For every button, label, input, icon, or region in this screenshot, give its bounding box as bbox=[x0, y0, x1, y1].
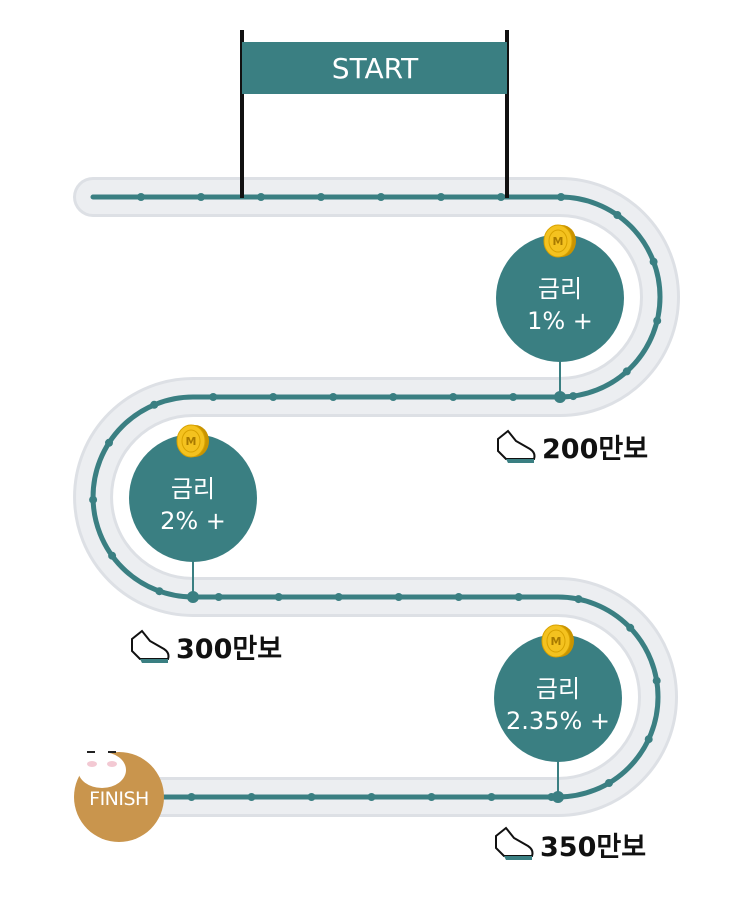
rate-value: 1% + bbox=[527, 307, 593, 335]
rate-title: 금리 bbox=[536, 675, 580, 703]
route-dot bbox=[497, 193, 505, 201]
track bbox=[73, 177, 680, 817]
route-dot bbox=[613, 211, 622, 219]
start-banner bbox=[242, 42, 507, 94]
mascot-icon bbox=[78, 751, 126, 788]
route-dot bbox=[514, 593, 523, 601]
milestone-2: 금리 2% + M 300만보 bbox=[129, 424, 282, 665]
rate-value: 2% + bbox=[160, 507, 226, 535]
steps-label: 350만보 bbox=[540, 832, 646, 863]
route-dot bbox=[108, 551, 117, 560]
route-dot bbox=[214, 593, 223, 601]
route-dot bbox=[307, 793, 316, 801]
route-dot bbox=[626, 623, 635, 632]
route-dot bbox=[269, 393, 278, 401]
route-dot bbox=[649, 257, 658, 266]
route-dot bbox=[155, 587, 164, 596]
route-dot bbox=[389, 393, 398, 401]
route-dot bbox=[569, 392, 578, 401]
steps-label: 300만보 bbox=[176, 634, 282, 665]
start-pole-left bbox=[240, 30, 244, 198]
coin-icon: M bbox=[176, 424, 209, 458]
rate-circle bbox=[494, 634, 622, 762]
rate-circle bbox=[129, 434, 257, 562]
start-pole-right bbox=[505, 30, 509, 198]
route-dot bbox=[89, 495, 98, 504]
route-dot bbox=[197, 193, 205, 201]
sneaker-icon bbox=[497, 429, 536, 463]
route-dot bbox=[209, 393, 218, 401]
route-dot bbox=[427, 793, 436, 801]
milestone-point bbox=[554, 391, 566, 403]
route-dot bbox=[187, 793, 196, 801]
route-dot bbox=[367, 793, 376, 801]
route-dot bbox=[377, 193, 385, 201]
route-dot bbox=[653, 316, 662, 325]
finish-marker: FINISH bbox=[74, 751, 164, 842]
route-dot bbox=[557, 193, 565, 201]
route-dot bbox=[454, 593, 463, 601]
coin-letter: M bbox=[186, 435, 197, 448]
milestone-3: 금리 2.35% + M 350만보 bbox=[494, 624, 646, 863]
coin-icon: M bbox=[543, 224, 576, 258]
route-dot bbox=[605, 779, 613, 787]
route-dot bbox=[274, 593, 283, 601]
route-dot bbox=[105, 438, 113, 447]
rate-title: 금리 bbox=[538, 275, 582, 303]
start-gate: START bbox=[240, 30, 509, 198]
sneaker-icon bbox=[495, 826, 534, 860]
route-dot bbox=[644, 735, 653, 744]
rate-circle bbox=[496, 234, 624, 362]
route-dot bbox=[574, 595, 583, 604]
route-dot bbox=[652, 676, 661, 685]
route-dot bbox=[622, 367, 631, 376]
milestone-1: 금리 1% + M 200만보 bbox=[496, 224, 648, 465]
route-dots bbox=[89, 193, 662, 801]
finish-label: FINISH bbox=[89, 788, 149, 810]
start-label: START bbox=[332, 52, 419, 85]
coin-letter: M bbox=[553, 235, 564, 248]
route-dot bbox=[449, 393, 458, 401]
route-dot bbox=[509, 393, 518, 401]
route-dot bbox=[257, 193, 265, 201]
milestone-point bbox=[187, 591, 199, 603]
rate-title: 금리 bbox=[171, 475, 215, 503]
route-dot bbox=[247, 793, 256, 801]
route-dot bbox=[334, 593, 343, 601]
route-dot bbox=[487, 793, 496, 801]
route-dot bbox=[329, 393, 338, 401]
route-dot bbox=[394, 593, 403, 601]
route-dot bbox=[137, 193, 145, 201]
coin-icon: M bbox=[541, 624, 574, 658]
coin-letter: M bbox=[551, 635, 562, 648]
milestone-point bbox=[552, 791, 564, 803]
sneaker-icon bbox=[131, 629, 170, 663]
steps-label: 200만보 bbox=[542, 434, 648, 465]
route-dot bbox=[437, 193, 445, 201]
route-dot bbox=[150, 400, 159, 409]
rate-value: 2.35% + bbox=[506, 707, 610, 735]
route-dot bbox=[317, 193, 325, 201]
